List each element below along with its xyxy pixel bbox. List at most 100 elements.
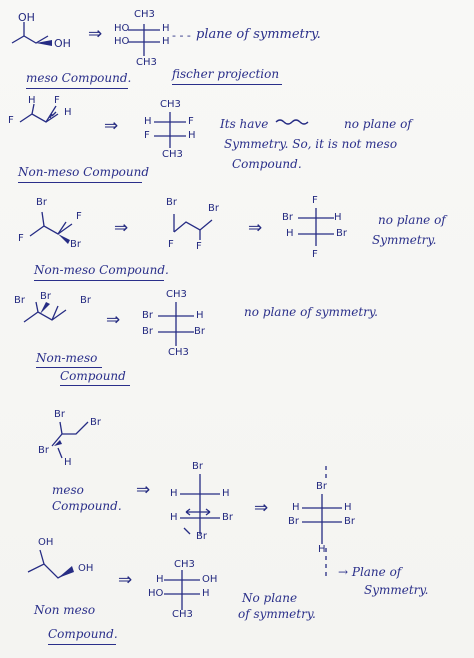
s1-oh-right: OH (54, 37, 71, 50)
s2-skeletal-structure (19, 103, 59, 123)
s2-h1: H (28, 95, 36, 106)
s2-fischer-r2: H (188, 130, 196, 141)
s4-fischer-bottom: CH3 (168, 347, 189, 358)
s5-fischer2-l1: H (292, 502, 300, 513)
s4-br1: Br (14, 295, 25, 306)
s1-note: plane of symmetry. (196, 27, 321, 42)
s2-fischer-r1: F (188, 116, 194, 127)
s2-scribble (275, 119, 309, 125)
s5-fischer2-top: Br (316, 481, 327, 492)
s6-plane-note-line2: Symmetry. (364, 583, 429, 597)
s6-plane-note-line1: → Plane of (338, 565, 402, 579)
s5-arrow1: ⇒ (136, 480, 151, 500)
s4-fischer-r1: H (196, 310, 204, 321)
s4-note: no plane of symmetry. (244, 305, 378, 319)
s6-fischer-top: CH3 (174, 559, 195, 570)
s5-fischer1-bottom: Br (196, 531, 207, 542)
s5-fischer1-r2: Br (222, 512, 233, 523)
s3-skeletal-structure (29, 211, 73, 244)
s4-label-line2: Compound (60, 369, 126, 383)
s4-skeletal-structure (23, 301, 67, 323)
s5-arrow2: ⇒ (254, 498, 269, 518)
s3-fischer-l2: H (286, 228, 294, 239)
s3-note-line1: no plane of (378, 213, 446, 227)
s4-label-underline2 (60, 385, 130, 386)
s3-f-left: F (18, 233, 24, 244)
s2-label-underline (18, 182, 142, 183)
s2-fischer-l1: H (144, 116, 152, 127)
s4-fischer-l2: Br (142, 326, 153, 337)
s5-br1: Br (54, 409, 65, 420)
s1-fischer-bottom: CH3 (136, 57, 157, 68)
s3-fischer-r1: H (334, 212, 342, 223)
s1-fischer-underline (172, 84, 282, 85)
s6-fischer-r2: H (202, 588, 210, 599)
s3-fischer-top: F (312, 195, 318, 206)
s5-label-line1: meso (52, 483, 84, 497)
s3-arrow1: ⇒ (114, 218, 129, 238)
s6-fischer-bottom: CH3 (172, 609, 193, 620)
s5-br2: Br (90, 417, 101, 428)
s5-fischer2-r1: H (344, 502, 352, 513)
s6-note-line2: of symmetry. (238, 607, 316, 621)
s3-mol2-f1: F (168, 239, 174, 250)
s2-note-line3: Compound. (232, 157, 302, 171)
s6-oh1: OH (38, 537, 54, 548)
s5-fischer2-bottom: H (318, 544, 326, 555)
s3-f-right: F (76, 211, 82, 222)
s4-fischer-l1: Br (142, 310, 153, 321)
s4-br3: Br (80, 295, 91, 306)
s2-note-line2: Symmetry. So, it is not meso (224, 137, 398, 151)
s2-note-scribble: one (280, 115, 297, 124)
s1-fischer-projection (128, 24, 160, 56)
s1-dash: - - - (172, 29, 191, 42)
s1-fischer-l1: HO (114, 23, 130, 34)
s6-fischer-l2: HO (148, 588, 164, 599)
s4-label-underline1 (36, 367, 102, 368)
s1-fischer-r1: H (162, 23, 170, 34)
s3-note-line2: Symmetry. (372, 233, 437, 247)
s3-fischer-projection (298, 208, 334, 246)
s4-label-line1: Non-meso (36, 351, 98, 365)
s1-fischer-r2: H (162, 36, 170, 47)
s1-arrow: ⇒ (88, 24, 103, 44)
s5-fischer1-l1: H (170, 488, 178, 499)
s3-mol2-br2: Br (208, 203, 219, 214)
s3-fischer-bottom: F (312, 249, 318, 260)
s6-label-line2: Compound. (48, 627, 118, 641)
s1-oh-top: OH (18, 11, 35, 24)
s2-fischer-bottom: CH3 (162, 149, 183, 160)
s2-fischer-l2: F (144, 130, 150, 141)
s2-arrow: ⇒ (104, 116, 119, 136)
s3-mol2 (173, 214, 213, 240)
s1-label: meso Compound. (26, 71, 132, 85)
s4-fischer-top: CH3 (166, 289, 187, 300)
s1-fischer-l2: HO (114, 36, 130, 47)
s5-fischer1-r1: H (222, 488, 230, 499)
s6-fischer-r1: OH (202, 574, 218, 585)
s5-fischer-projection-1 (180, 474, 220, 535)
s6-note-line1: No plane (242, 591, 298, 605)
s6-fischer-l1: H (156, 574, 164, 585)
s4-arrow: ⇒ (106, 310, 121, 330)
s3-br1: Br (36, 197, 47, 208)
s6-oh2: OH (78, 563, 94, 574)
s2-h2: H (64, 107, 72, 118)
s5-h: H (64, 457, 72, 468)
s2-fischer-projection (154, 112, 186, 148)
s3-label: Non-meso Compound. (34, 263, 169, 277)
s3-mol2-f2: F (196, 241, 202, 252)
s1-fischer-label: fischer projection (172, 67, 280, 81)
s5-label-line2: Compound. (52, 499, 122, 513)
s4-br2: Br (40, 291, 51, 302)
s1-fischer-top: CH3 (134, 9, 155, 20)
s5-fischer1-top: Br (192, 461, 203, 472)
s3-fischer-l1: Br (282, 212, 293, 223)
s3-br2: Br (70, 239, 81, 250)
s3-mol2-br1: Br (166, 197, 177, 208)
s2-fischer-top: CH3 (160, 99, 181, 110)
s6-arrow: ⇒ (118, 570, 133, 590)
s2-note-line1: Its have (220, 117, 269, 131)
s4-fischer-r2: Br (194, 326, 205, 337)
